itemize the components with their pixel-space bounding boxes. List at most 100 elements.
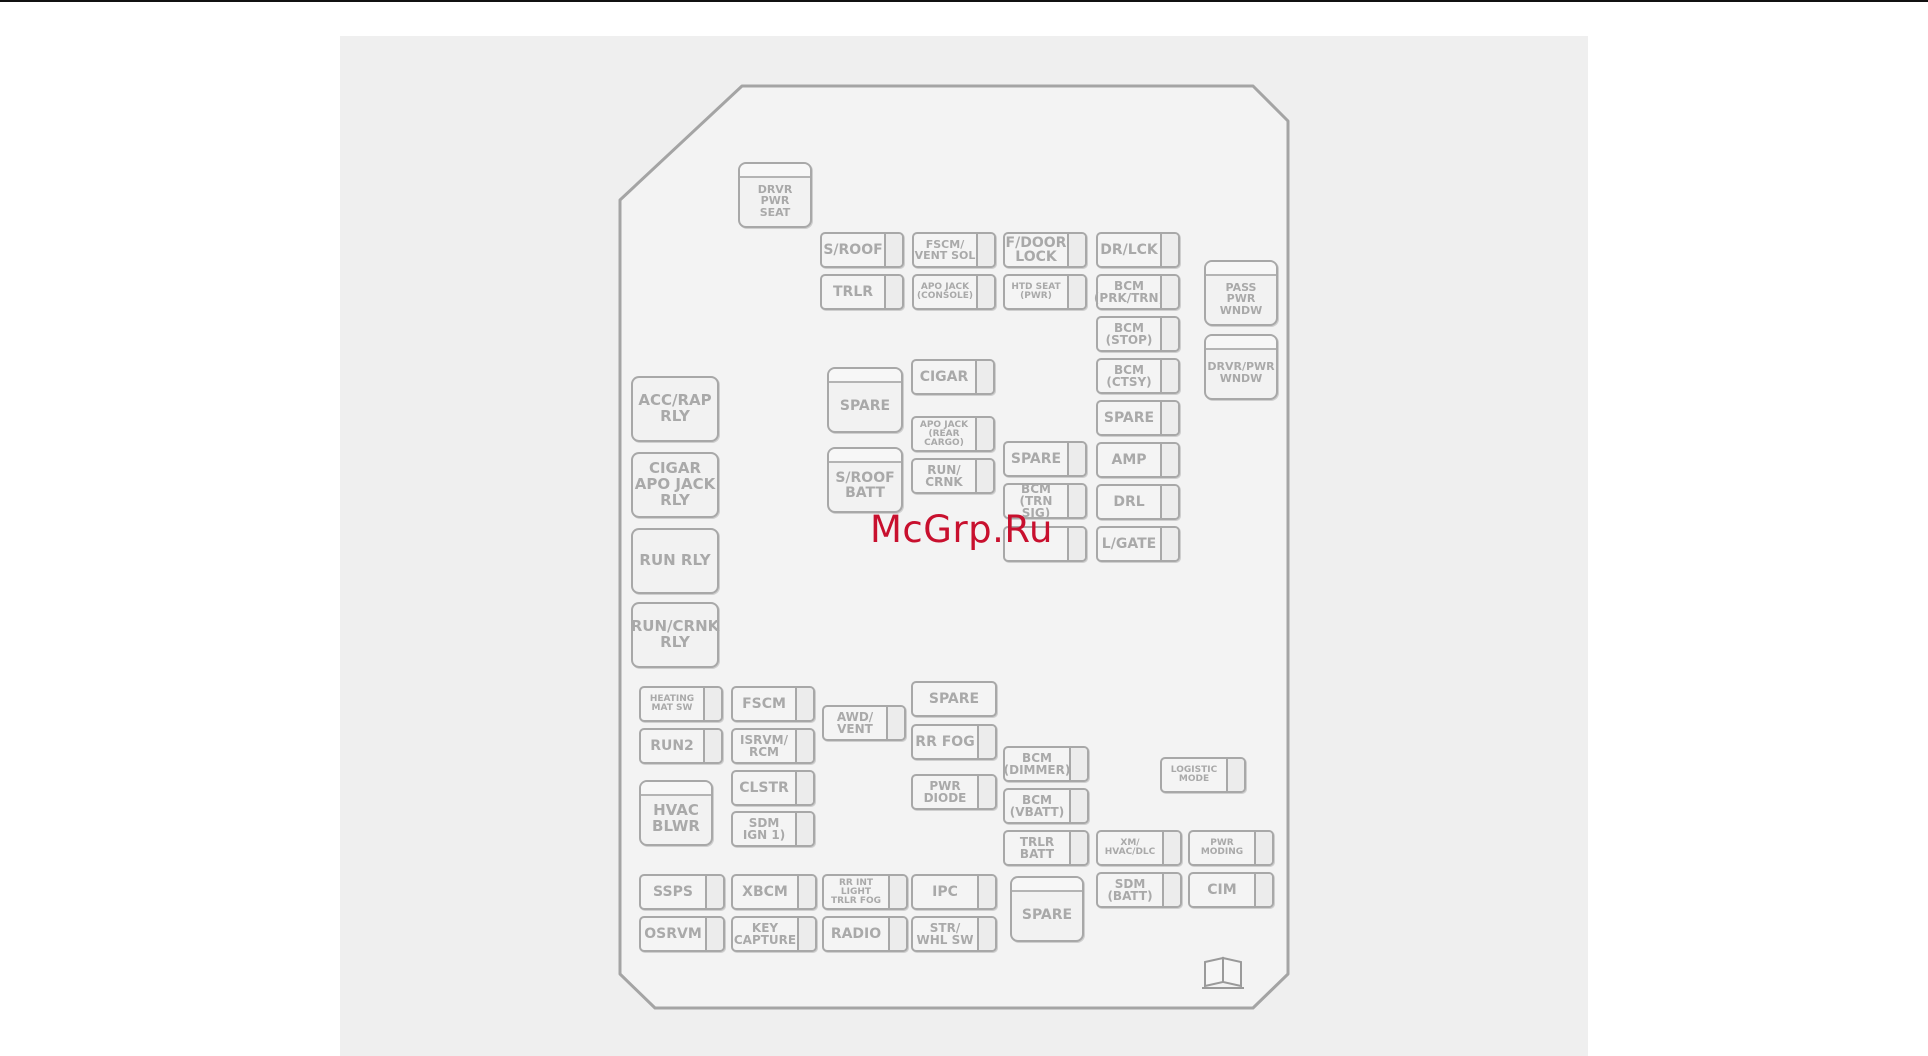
fuse-label: BCM (CTSY) [1106,363,1152,389]
fuse-obscured [1003,526,1087,562]
fuse-tab [1067,276,1085,308]
fuse-pwr-moding: PWR MODING [1188,830,1274,866]
fuse-label: FSCM/ VENT SOL [914,238,976,262]
relay-label: DRVR/PWR WNDW [1207,360,1275,385]
fuse-htd-seat: HTD SEAT (PWR) [1003,274,1087,310]
relay-cap [1206,336,1276,350]
fuse-tab [795,730,813,762]
relay-label: CIGAR APO JACK RLY [634,459,716,509]
fuse-tab [975,418,993,450]
fuse-label: FSCM [742,696,786,712]
fuse-amp: AMP [1096,442,1180,478]
relay-cap [641,782,711,796]
relay-cap [1012,878,1082,892]
fuse-tab [797,876,815,908]
fuse-isrvm: ISRVM/ RCM [731,728,815,764]
fuse-tab [1069,748,1087,780]
fuse-label: TRLR [832,284,874,300]
fuse-label: SPARE [1103,410,1155,426]
relay-label: DRVR PWR SEAT [757,182,793,219]
fuse-label: CLSTR [739,780,789,796]
fuse-label: BCM (STOP) [1105,321,1153,347]
fuse-ipc: IPC [911,874,997,910]
fuse-tab [705,876,723,908]
fuse-label: AMP [1111,452,1147,468]
fuse-tab [1162,832,1180,864]
fuse-apo-console: APO JACK (CONSOLE) [912,274,996,310]
fuse-label: XBCM [742,884,788,900]
fuse-label: BCM (PRK/TRN) [1093,279,1165,305]
fuse-tab [1226,759,1244,791]
fuse-drl: DRL [1096,484,1180,520]
fuse-tab [888,918,906,950]
fuse-tab [1069,832,1087,864]
fuse-rr-int-light: RR INT LIGHT TRLR FOG [822,874,908,910]
fuse-bcm-stop: BCM (STOP) [1096,316,1180,352]
fuse-label: CIM [1207,882,1237,898]
fuse-sdm-batt: SDM (BATT) [1096,872,1182,908]
fuse-tab [797,918,815,950]
fuse-tab [1160,402,1178,434]
fuse-trlr: TRLR [820,274,904,310]
fuse-tab [1162,874,1180,906]
fuse-label: PWR DIODE [923,779,967,805]
relay-cap [740,164,810,178]
fuse-clstr: CLSTR [731,770,815,806]
fuse-tab [1160,234,1178,266]
relay-label: SPARE [839,397,891,414]
fuse-bcm-ctsy: BCM (CTSY) [1096,358,1180,394]
top-divider [0,0,1928,2]
fuse-bcm-dimmer: BCM (DIMMER) [1003,746,1089,782]
fuse-tab [976,234,994,266]
fuse-fscm: FSCM [731,686,815,722]
fuse-tab [1254,832,1272,864]
relay-drvr-pwr-seat: DRVR PWR SEAT [738,162,812,228]
fuse-label: F/DOOR LOCK [1005,235,1067,265]
fuse-label: BCM (TRN SIG) [1019,482,1053,520]
relay-acc-rap: ACC/RAP RLY [631,376,719,442]
fuse-label: OSRVM [644,926,702,942]
fuse-tab [886,707,904,739]
fuse-logistic: LOGISTIC MODE [1160,757,1246,793]
relay-label: HVAC BLWR [652,801,700,835]
fuse-bcm-vbatt: BCM (VBATT) [1003,788,1089,824]
fuse-awd-vent: AWD/ VENT [822,705,906,741]
fuse-tab [1160,444,1178,476]
fuse-label: KEY CAPTURE [733,921,797,947]
manual-book-icon [1202,956,1244,989]
fuse-label: RR INT LIGHT TRLR FOG [830,877,882,906]
fuse-label: APO JACK (REAR CARGO) [919,419,969,448]
relay-label: ACC/RAP RLY [638,391,712,425]
fuse-run-crnk: RUN/ CRNK [911,458,995,494]
fuse-tab [975,460,993,492]
fuse-tab [884,234,902,266]
fuse-tab [1160,276,1178,308]
fuse-label: HTD SEAT (PWR) [1011,282,1061,301]
relay-label: RUN RLY [639,551,711,570]
fuse-xbcm: XBCM [731,874,817,910]
fuse-run2: RUN2 [639,728,723,764]
fuse-tab [977,726,995,758]
fuse-label: XM/ HVAC/DLC [1104,838,1156,857]
fuse-label: HEATING MAT SW [649,694,695,713]
relay-hvac-blwr: HVAC BLWR [639,780,713,846]
fuse-tab [884,276,902,308]
fuse-sroof: S/ROOF [820,232,904,268]
fuse-label: CIGAR [919,369,969,385]
fuse-label: BCM (VBATT) [1009,793,1065,819]
fuse-label: AWD/ VENT [836,710,874,736]
fuse-tab [795,813,813,845]
fuse-drlck: DR/LCK [1096,232,1180,268]
fuse-radio: RADIO [822,916,908,952]
relay-cigar-apo: CIGAR APO JACK RLY [631,452,719,518]
fuse-label: SSPS [653,884,693,900]
fuse-osrvm: OSRVM [639,916,725,952]
fuse-trlr-batt: TRLR BATT [1003,830,1089,866]
fuse-apo-rear: APO JACK (REAR CARGO) [911,416,995,452]
fuse-label: L/GATE [1101,536,1157,552]
fuse-tab [1254,874,1272,906]
fuse-label: SDM IGN 1) [742,816,786,842]
relay-spare-relay1: SPARE [827,367,903,433]
relay-run-crnk-rly: RUN/CRNK RLY [631,602,719,668]
fuse-tab [1067,234,1085,266]
